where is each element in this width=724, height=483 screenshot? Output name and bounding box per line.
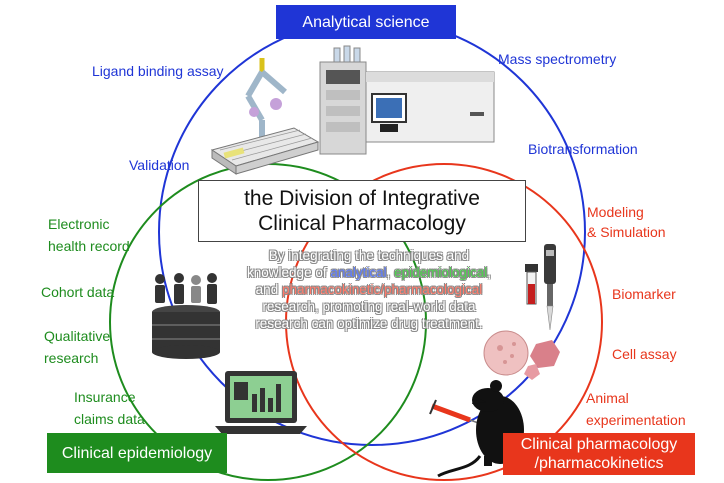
- description-line5: research can optimize drug treatment.: [255, 316, 483, 331]
- laptop-icon: [215, 371, 307, 434]
- description-line3: and pharmacokinetic/pharmacological: [255, 282, 483, 297]
- antibody-icon: [245, 58, 287, 138]
- pharmacology-heading-line2: /pharmacokinetics: [534, 455, 664, 472]
- pharmacokinetic-word: pharmacokinetic/pharmacological: [281, 282, 483, 297]
- pharmacology-heading-line1: Clinical pharmacology: [520, 436, 678, 453]
- biotransformation-label: Biotransformation: [528, 141, 638, 157]
- epidemiology-heading: Clinical epidemiology: [47, 433, 227, 473]
- insurance-claims-data-label: Insurance claims data: [74, 388, 145, 428]
- animal-line2: experimentation: [586, 412, 686, 428]
- ligand-binding-assay-label: Ligand binding assay: [92, 63, 224, 79]
- division-title: the Division of Integrative Clinical Pha…: [198, 180, 526, 242]
- division-title-line1: the Division of Integrative: [244, 187, 480, 210]
- people-icon: [155, 273, 217, 304]
- modeling-line1: Modeling: [587, 204, 644, 220]
- lc-ms-instrument-icon: [319, 45, 495, 155]
- petri-dish-icon: [483, 330, 529, 376]
- pharmacology-heading: Clinical pharmacology /pharmacokinetics: [503, 433, 695, 475]
- insurance-line2: claims data: [74, 411, 145, 427]
- cell-icon: [524, 340, 560, 380]
- modeling-simulation-label: Modeling & Simulation: [587, 203, 666, 241]
- biomarker-label: Biomarker: [612, 286, 676, 302]
- animal-experimentation-label: Animal experimentation: [586, 389, 686, 429]
- mass-spectrometry-label: Mass spectrometry: [498, 51, 617, 67]
- animal-line1: Animal: [586, 390, 629, 406]
- microplate-icon: [210, 127, 320, 175]
- electronic-health-record-label: Electronic health record: [48, 215, 130, 255]
- validation-label: Validation: [129, 157, 190, 173]
- qualitative-line1: Qualitative: [44, 328, 111, 344]
- electronic-line1: Electronic: [48, 216, 110, 232]
- cell-assay-label: Cell assay: [612, 346, 677, 362]
- analytical-heading: Analytical science: [276, 5, 456, 39]
- qualitative-research-label: Qualitative research: [44, 327, 110, 367]
- analytical-word: analytical: [330, 265, 387, 280]
- electronic-line2: health record: [48, 238, 130, 254]
- qualitative-line2: research: [44, 350, 99, 366]
- cohort-data-label: Cohort data: [41, 284, 115, 300]
- insurance-line1: Insurance: [74, 389, 136, 405]
- database-icon: [152, 305, 220, 359]
- division-title-line2: Clinical Pharmacology: [258, 212, 466, 235]
- modeling-line2: & Simulation: [587, 224, 666, 240]
- description-line2: knowledge of analytical, epidemiological…: [247, 265, 491, 280]
- description-line4: research, promoting real-world data: [262, 299, 476, 314]
- description-text: By integrating the techniques and knowle…: [228, 247, 510, 332]
- pipette-icon: [544, 244, 556, 331]
- pharmacology-circle: [285, 163, 603, 481]
- description-line1: By integrating the techniques and: [268, 248, 470, 263]
- blood-tube-icon: [525, 264, 538, 305]
- epidemiological-word: epidemiological: [394, 265, 488, 280]
